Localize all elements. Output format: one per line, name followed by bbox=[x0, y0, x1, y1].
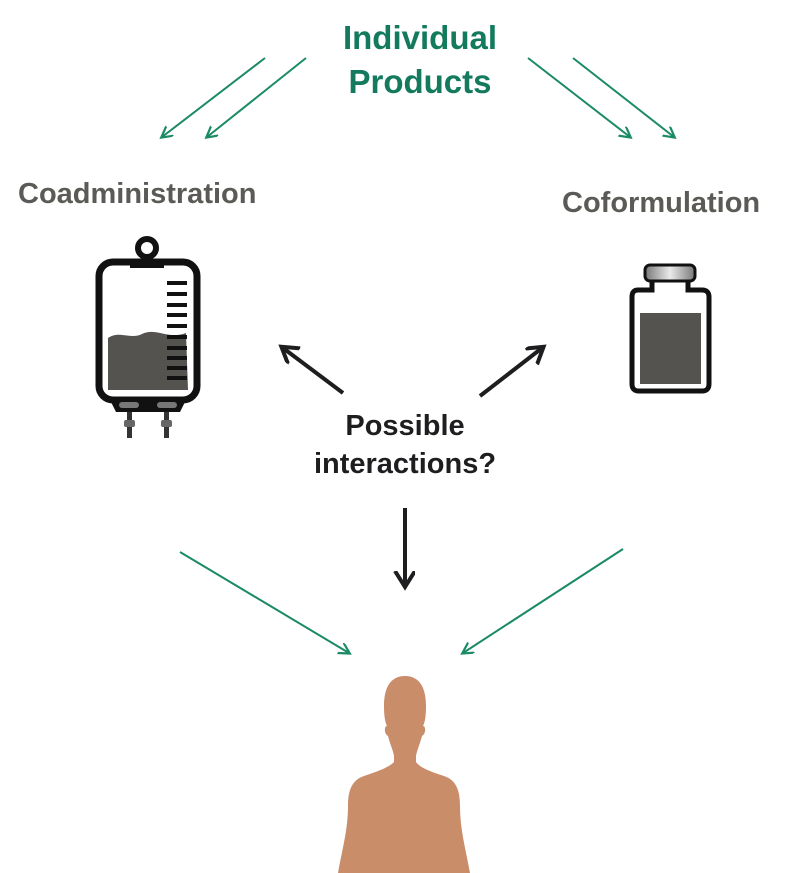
arrow-to-coadministration-1 bbox=[162, 57, 266, 137]
coadministration-label: Coadministration bbox=[18, 178, 257, 210]
possible-interactions-label: Possible interactions? bbox=[300, 407, 510, 483]
arrow-coadministration-to-patient bbox=[179, 551, 349, 653]
interaction-arrow-right bbox=[478, 348, 542, 398]
center-line-1: Possible bbox=[345, 410, 465, 442]
title-individual-products: Individual Products bbox=[310, 16, 530, 104]
iv-bag-icon bbox=[95, 236, 201, 438]
green-arrows-top-left bbox=[162, 57, 307, 137]
green-arrows-top-right bbox=[527, 57, 674, 137]
human-silhouette-icon bbox=[338, 676, 470, 873]
interaction-arrow-left bbox=[283, 348, 345, 395]
center-line-2: interactions? bbox=[313, 448, 497, 480]
coformulation-label: Coformulation bbox=[562, 187, 761, 219]
title-line-1: Individual bbox=[342, 19, 497, 56]
title-line-2: Products bbox=[348, 63, 492, 100]
vial-icon bbox=[629, 263, 712, 394]
arrow-coformulation-to-patient bbox=[463, 548, 624, 653]
arrow-to-coformulation-2 bbox=[572, 57, 674, 137]
arrow-to-coadministration-2 bbox=[207, 57, 307, 137]
arrow-to-coformulation-1 bbox=[527, 57, 630, 137]
